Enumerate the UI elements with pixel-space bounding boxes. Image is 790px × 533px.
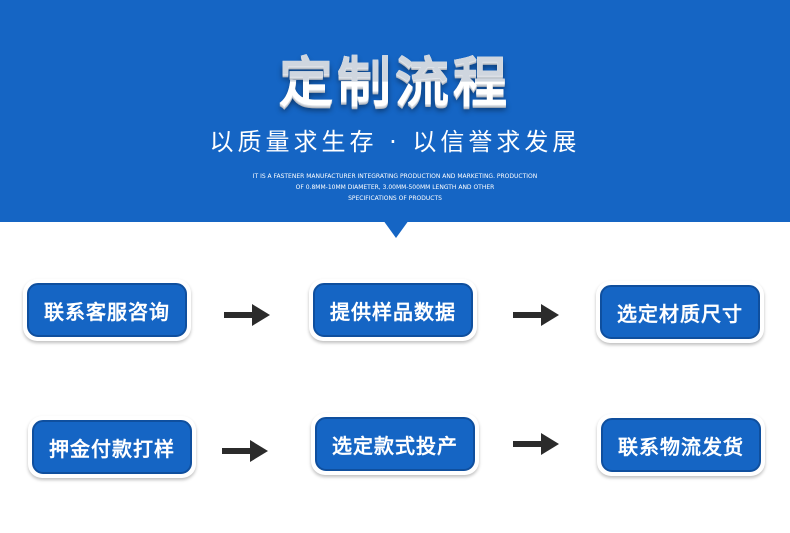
step-label: 联系客服咨询 [27, 283, 187, 337]
arrow-right-icon [513, 304, 559, 326]
step-label: 联系物流发货 [601, 418, 761, 472]
page-title: 定制流程 [279, 51, 511, 114]
description-line-1: It is a fastener manufacturer integratin… [252, 173, 538, 180]
step-contact-service: 联系客服咨询 [23, 279, 191, 341]
header-banner [0, 0, 790, 222]
step-provide-sample-data: 提供样品数据 [309, 279, 477, 341]
slogan: 以质量求生存 · 以信誉求发展 [209, 128, 581, 156]
step-deposit-payment-sample: 押金付款打样 [28, 416, 196, 478]
step-select-style-production: 选定款式投产 [311, 413, 479, 475]
description-line-3: specifications of products [348, 195, 442, 202]
step-label: 提供样品数据 [313, 283, 473, 337]
arrow-right-icon [513, 433, 559, 455]
banner-pointer [383, 220, 409, 238]
arrow-right-icon [224, 304, 270, 326]
page-title-highlight: 定制流程 [0, 48, 790, 82]
arrow-right-icon [222, 440, 268, 462]
step-label: 选定款式投产 [315, 417, 475, 471]
step-logistics-delivery: 联系物流发货 [597, 414, 765, 476]
step-label: 选定材质尺寸 [600, 285, 760, 339]
description-line-2: of 0.8mm-10mm diameter, 3.00mm-500mm len… [295, 184, 495, 191]
step-select-material-size: 选定材质尺寸 [596, 281, 764, 343]
step-label: 押金付款打样 [32, 420, 192, 474]
company-description: It is a fastener manufacturer integratin… [225, 171, 565, 204]
